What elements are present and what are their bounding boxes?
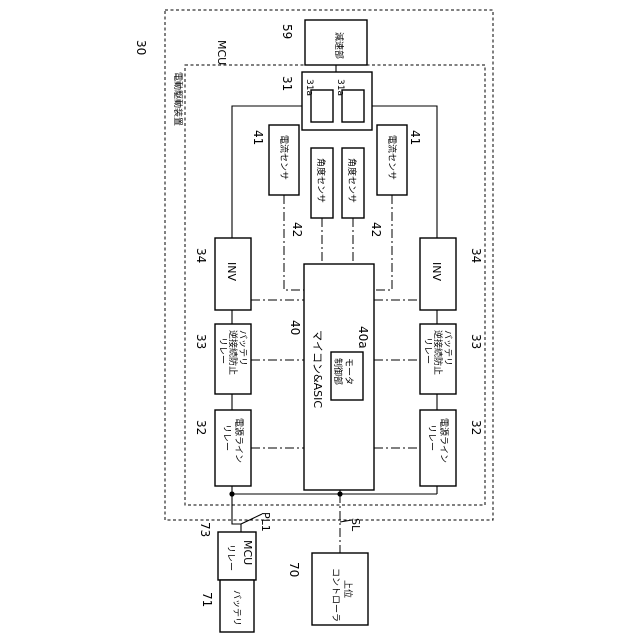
inverter-right-label: INV [430,262,443,281]
ref-32-right: 32 [469,420,483,435]
angle-sensor-right-label: 角度センサ [346,158,358,203]
ref-73: 73 [198,522,212,537]
current-sensor-right-label: 電流センサ [386,135,398,180]
power-line-relay-right-l1: 電源ライン [438,418,449,463]
power-line-relay-left-l1: 電源ライン [233,418,244,463]
ref-34-left: 34 [194,248,208,263]
current-sensor-left-label: 電流センサ [278,135,290,180]
ref-41-left: 41 [251,130,265,145]
reducer-label: 減速部 [333,32,345,59]
mcu-relay-label-1: MCU [241,540,254,565]
ref-32-left: 32 [194,420,208,435]
battery-reverse-relay-left-l2: 逆接続防止 [227,330,239,375]
ref-59: 59 [280,24,294,39]
pl1-leader [241,514,262,524]
ref-42-left: 42 [290,222,304,237]
ref-30: 30 [134,40,148,55]
ref-70: 70 [287,562,301,577]
ref-71: 71 [200,592,214,607]
motor-control-label-2: 制御部 [332,358,344,385]
power-line-relay-left-l2: リレー [221,424,231,451]
power-line-relay-left [215,410,251,486]
ref-42-right: 42 [369,222,383,237]
battery-reverse-relay-right-l2: 逆接続防止 [432,330,444,375]
ref-41-right: 41 [408,130,422,145]
sl-label: SL [349,518,362,532]
ref-40a: 40a [356,326,370,349]
battery-label: バッテリ [231,590,242,626]
pl1-label: PL1 [259,512,272,532]
battery-reverse-relay-left-l1: バッテリ [237,330,248,366]
battery-reverse-relay-left-l3: リレー [217,337,227,364]
battery-reverse-relay-right-l1: バッテリ [442,330,453,366]
mcu-title: MCU [215,40,228,65]
asic-label: マイコン&ASIC [311,330,324,408]
motor-control-label-1: モータ [343,358,354,385]
battery-reverse-relay-right-l3: リレー [422,337,432,364]
angle-sensor-left-label: 角度センサ [315,158,327,203]
ref-31a-right: 31a [335,79,345,96]
power-junction-left [229,491,234,496]
power-line-relay-right-l2: リレー [426,424,436,451]
host-controller-label-1: 上位 [342,580,354,598]
host-controller-label-2: コントローラ [330,568,341,622]
drive-device-title: 電動駆動装置 [172,72,184,126]
ref-33-right: 33 [469,334,483,349]
ref-34-right: 34 [469,248,483,263]
ref-33-left: 33 [194,334,208,349]
inverter-left-label: INV [225,262,238,281]
ref-31a-left: 31a [304,79,314,96]
mcu-relay-label-2: リレー [225,544,235,571]
ref-40: 40 [288,320,302,335]
power-line-relay-right [420,410,456,486]
ref-31: 31 [280,76,294,91]
